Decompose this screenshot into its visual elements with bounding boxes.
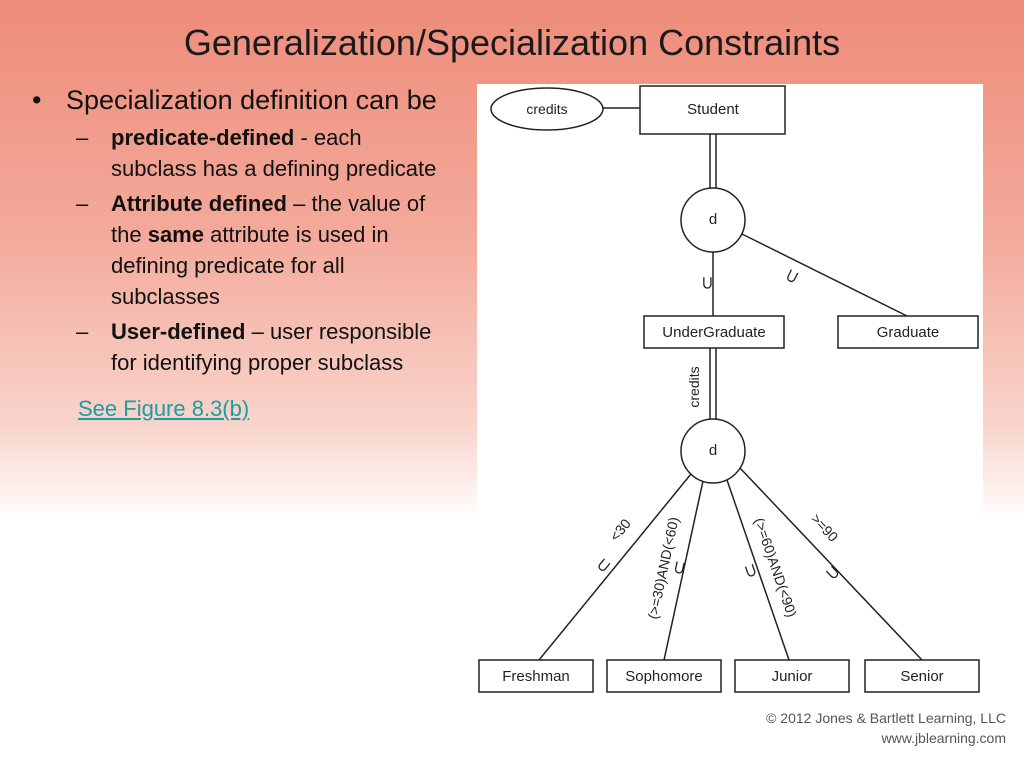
attribute-ellipse-credits (490, 87, 604, 131)
attribute-label-credits: credits (526, 101, 567, 117)
specialization-line-sophomore (663, 480, 704, 661)
bullet-text: Specialization definition can be (66, 85, 437, 115)
subset-symbol: ⊂ (697, 275, 717, 290)
definition-attribute-defined-a: – the value of the (111, 191, 426, 247)
specialization-line-senior (739, 467, 923, 661)
entity-graduate (837, 315, 979, 349)
definition-attribute-defined-b: attribute is used in defining predicate … (111, 222, 389, 309)
entity-label-student: Student (687, 101, 740, 118)
definition-predicate-defined: - each subclass has a defining predicate (111, 125, 437, 181)
predicate-label-freshman: <30 (606, 515, 634, 544)
dash-icon: – (76, 191, 89, 216)
entity-label-junior: Junior (772, 668, 813, 685)
bullet-item: • Specialization definition can be (32, 84, 452, 116)
definition-user-defined: – user responsible for identifying prope… (111, 319, 432, 375)
website-text: www.jblearning.com (881, 730, 1007, 746)
disjoint-label-2: d (709, 442, 717, 459)
entity-label-graduate: Graduate (877, 324, 940, 341)
specialization-line-freshman (538, 473, 692, 661)
figure-link[interactable]: See Figure 8.3(b) (78, 396, 250, 421)
bullet-icon: • (32, 85, 42, 115)
copyright-text: © 2012 Jones & Bartlett Learning, LLC (766, 710, 1006, 726)
predicate-label-senior: >=90 (808, 510, 842, 544)
sub-bullet-predicate-defined: – predicate-defined - each subclass has … (76, 122, 452, 184)
entity-sophomore (606, 659, 722, 693)
dash-icon: – (76, 125, 89, 150)
entity-label-freshman: Freshman (502, 668, 570, 685)
entity-freshman (478, 659, 594, 693)
entity-student (639, 85, 786, 135)
entity-senior (864, 659, 980, 693)
term-user-defined: User-defined (111, 319, 246, 344)
slide-body: • Specialization definition can be – pre… (32, 84, 452, 422)
entity-label-undergraduate: UnderGraduate (662, 324, 765, 341)
entity-junior (734, 659, 850, 693)
entity-label-senior: Senior (900, 668, 943, 685)
dash-icon: – (76, 319, 89, 344)
specialization-line-graduate (741, 233, 908, 317)
entity-undergraduate (643, 315, 785, 349)
subset-symbol: ⊂ (591, 553, 616, 577)
sub-bullet-list: – predicate-defined - each subclass has … (32, 122, 452, 378)
subset-symbol: ⊂ (738, 561, 762, 582)
emphasis-same: same (147, 222, 204, 247)
disjoint-circle-2 (680, 418, 746, 484)
sub-bullet-attribute-defined: – Attribute defined – the value of the s… (76, 188, 452, 312)
slide-title: Generalization/Specialization Constraint… (183, 22, 841, 63)
specialization-line-junior (726, 479, 790, 661)
sub-bullet-user-defined: – User-defined – user responsible for id… (76, 316, 452, 378)
term-attribute-defined: Attribute defined (111, 191, 287, 216)
disjoint-label-1: d (709, 211, 717, 228)
defining-attribute-label: credits (686, 366, 702, 407)
subset-symbol: ⊂ (820, 561, 845, 586)
eer-diagram: credits Student d ⊂ ⊂ UnderGraduate Grad… (477, 84, 983, 698)
term-predicate-defined: predicate-defined (111, 125, 295, 150)
subset-symbol: ⊂ (779, 265, 804, 288)
subset-symbol: ⊂ (668, 558, 691, 577)
entity-label-sophomore: Sophomore (625, 668, 703, 685)
copyright-footer: © 2012 Jones & Bartlett Learning, LLC ww… (766, 708, 1006, 748)
